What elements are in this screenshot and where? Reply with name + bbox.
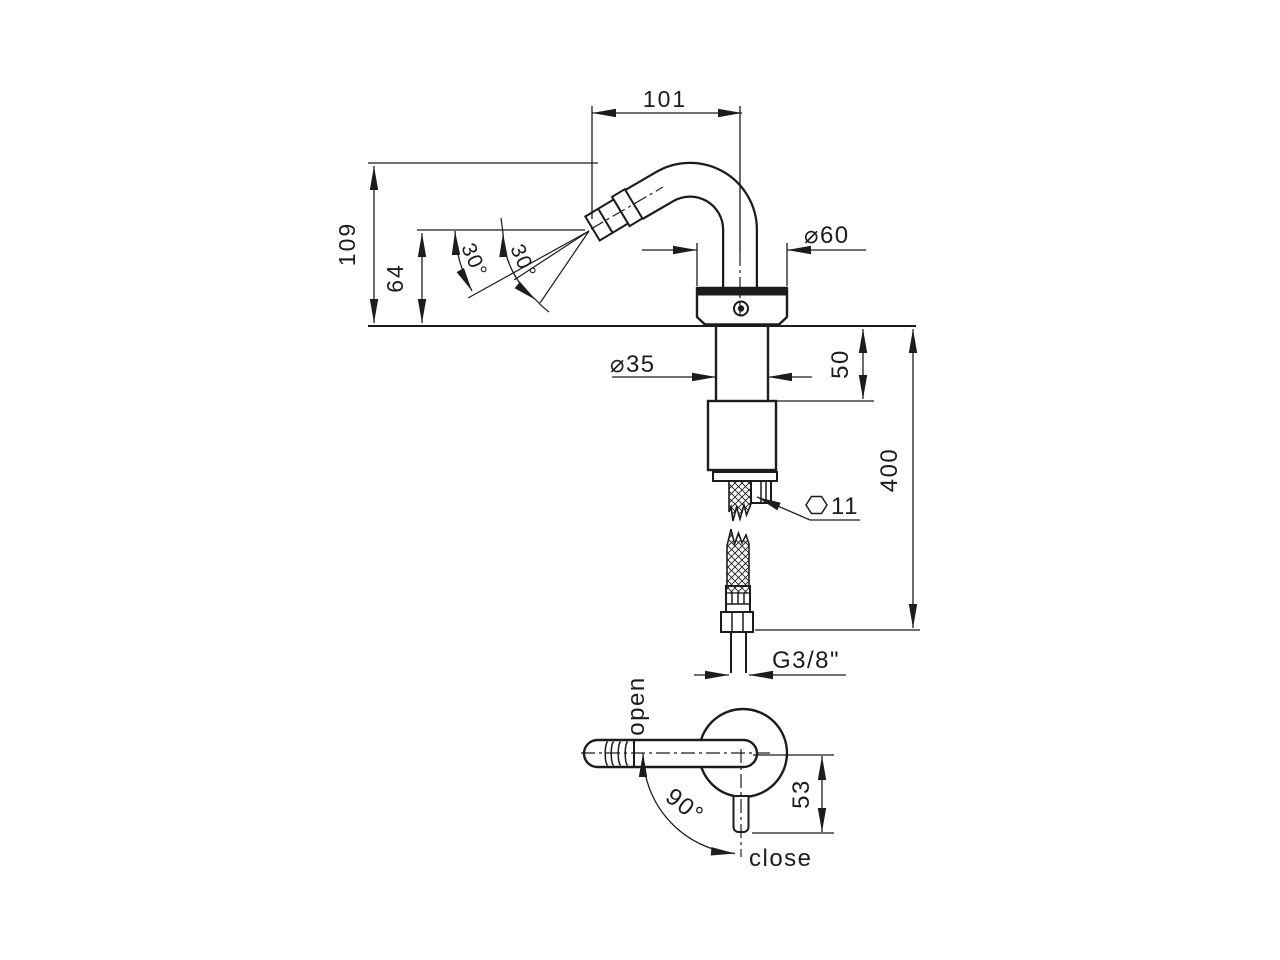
dimension-400 xyxy=(755,329,920,631)
rotation-arc-90 xyxy=(638,752,736,856)
braided-hose-upper xyxy=(728,480,752,522)
dim-text-outlet-height: 64 xyxy=(382,263,408,293)
dim-text-hex-size: 11 xyxy=(831,493,859,520)
supply-hose xyxy=(720,480,754,673)
escutcheon-top-band xyxy=(697,288,787,296)
spray-fan xyxy=(451,217,590,313)
dim-text-handle-height: 53 xyxy=(788,779,815,809)
spout-tube xyxy=(624,161,759,302)
leader-line-11 xyxy=(756,496,860,521)
spout-axis-centerline xyxy=(590,186,664,230)
dim-text-spout-height: 109 xyxy=(334,222,360,266)
hex-size-callout xyxy=(756,495,860,521)
braided-hose-lower xyxy=(726,528,750,587)
angle-arc-2-tail-bottom xyxy=(535,299,550,313)
escutcheon-base xyxy=(695,286,789,326)
hexagon-icon xyxy=(805,495,828,515)
label-open: open xyxy=(623,676,650,735)
angle-arc-2-tail-top xyxy=(500,217,504,234)
crimp-collar-top-band xyxy=(725,585,751,594)
dimension-dia60 xyxy=(642,243,866,286)
angle-text-spray-2: 30° xyxy=(505,241,540,282)
cartridge-body xyxy=(706,399,778,472)
spray-line3 xyxy=(539,230,590,304)
dim-text-body-height: 50 xyxy=(827,349,854,379)
set-screw-dot xyxy=(737,305,745,312)
aerator-nozzle xyxy=(583,186,664,242)
dim-text-hose-length: 400 xyxy=(876,448,903,493)
under-deck-body xyxy=(706,327,778,504)
spout-inner-fill xyxy=(625,163,756,302)
dim-text-body-diameter: ⌀35 xyxy=(610,351,656,378)
angle-text-rotation: 90° xyxy=(660,783,709,829)
aerator-tip-joint-line xyxy=(597,208,614,234)
dim-text-base-diameter: ⌀60 xyxy=(804,222,850,249)
fixing-flange xyxy=(712,471,778,482)
dimension-64 xyxy=(417,229,585,323)
dim-text-thread: G3/8" xyxy=(772,647,840,674)
angle-arc-1 xyxy=(451,230,473,292)
grip-ring1 xyxy=(604,741,609,766)
dim-text-spout-reach: 101 xyxy=(643,86,687,112)
angle-text-spray-1: 30° xyxy=(456,240,491,281)
dimension-109 xyxy=(368,162,598,323)
label-close: close xyxy=(749,845,813,872)
dimension-53 xyxy=(752,754,834,834)
angle-arc-2 xyxy=(499,232,537,301)
dimension-50 xyxy=(770,329,874,402)
connection-nut xyxy=(720,611,754,633)
